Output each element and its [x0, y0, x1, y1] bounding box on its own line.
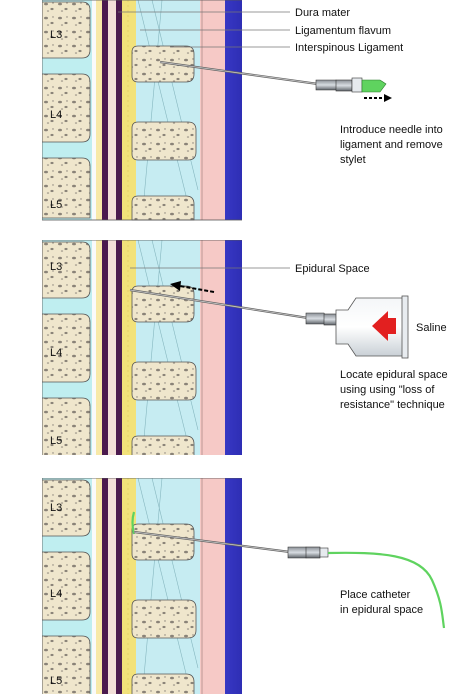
vertebra-l5-label: L5 [50, 675, 62, 687]
vertebra-l5-label: L5 [50, 199, 62, 211]
spine-section-2 [42, 240, 242, 455]
vertebra-l5-label: L5 [50, 435, 62, 447]
panel-3: L3 L4 L5 Place catheter in epidural spac… [42, 478, 446, 694]
label-dura-mater: Dura mater [295, 7, 350, 19]
panel-2: L3 L4 L5 Epidural Space Saline Locate ep… [42, 240, 448, 455]
spine-section-3 [42, 478, 242, 694]
caption-1-line-2: ligament and remove [340, 139, 443, 151]
panel-1: L3 L4 L5 Dura mater Ligamentum flavum In… [42, 0, 443, 221]
catheter-tip [131, 511, 136, 535]
label-interspinous-ligament: Interspinous Ligament [295, 42, 403, 54]
caption-1-line-3: stylet [340, 154, 366, 166]
caption-1-line-1: Introduce needle into [340, 124, 443, 136]
vertebra-l3-label: L3 [50, 261, 62, 273]
needle-1 [159, 60, 392, 102]
saline-pressure-arrow [372, 311, 396, 341]
needle-2 [129, 288, 337, 326]
caption-2-line-2: using using "loss of [340, 384, 435, 396]
label-ligamentum-flavum: Ligamentum flavum [295, 25, 391, 37]
label-saline: Saline [416, 322, 447, 334]
syringe [335, 295, 409, 359]
vertebra-l4-label: L4 [50, 109, 62, 121]
caption-2-line-3: resistance" technique [340, 399, 445, 411]
spine-section-1 [42, 0, 242, 221]
label-epidural-space: Epidural Space [295, 263, 370, 275]
vertebra-l3-label: L3 [50, 29, 62, 41]
caption-2-line-1: Locate epidural space [340, 369, 448, 381]
vertebra-l4-label: L4 [50, 588, 62, 600]
vertebra-l3-label: L3 [50, 502, 62, 514]
caption-3-line-1: Place catheter [340, 589, 411, 601]
caption-3-line-2: in epidural space [340, 604, 423, 616]
advance-arrowhead [170, 281, 181, 291]
needle-3 [133, 530, 329, 559]
catheter-tube [327, 551, 446, 629]
vertebra-l4-label: L4 [50, 347, 62, 359]
